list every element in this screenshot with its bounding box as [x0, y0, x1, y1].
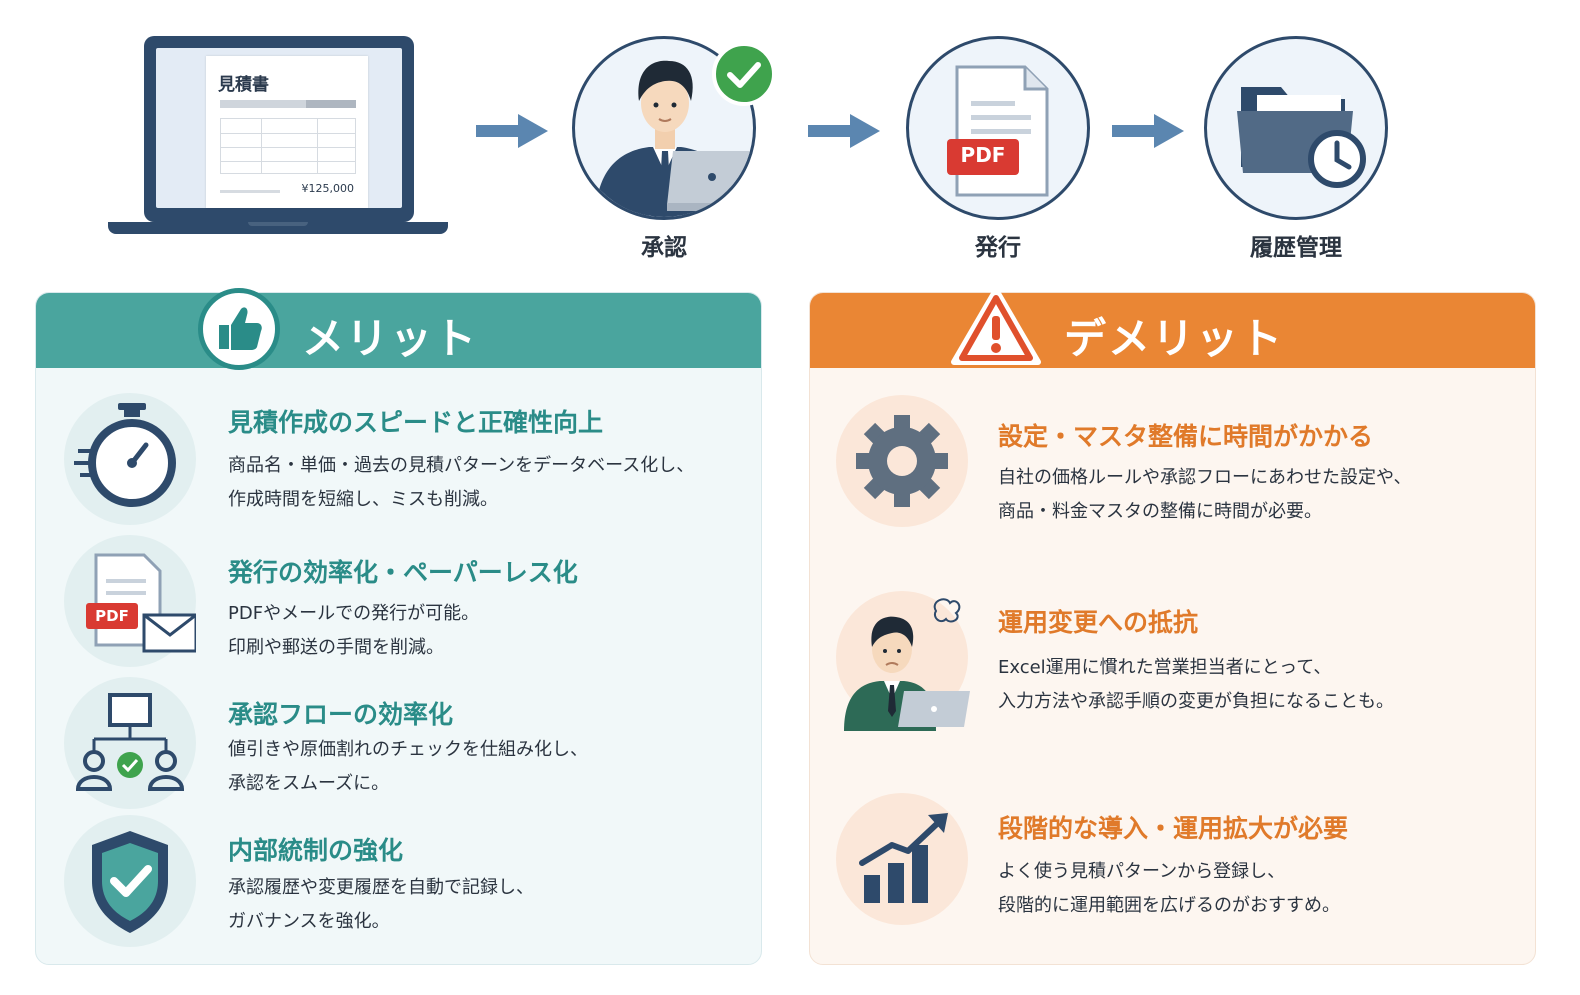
demerit-1-title: 設定・マスタ整備に時間がかかる: [998, 422, 1374, 451]
laptop-quote-illustration: 見積書 ¥125,000: [108, 34, 448, 240]
quote-document-title: 見積書: [218, 75, 269, 95]
demerit-3-title: 段階的な導入・運用拡大が必要: [998, 814, 1349, 843]
pdf-mail-icon: [64, 535, 198, 667]
laptop-notch: [248, 222, 308, 226]
warning-icon: [951, 287, 1041, 365]
confused-worker-icon: [836, 591, 970, 731]
merit-1-desc-line-2: 作成時間を短縮し、ミスも削減。: [228, 489, 498, 510]
demerit-2-desc-line-1: Excel運用に慣れた営業担当者にとって、: [998, 657, 1332, 678]
merit-4-desc-line-1: 承認履歴や変更履歴を自動で記録し、: [228, 877, 534, 898]
merits-heading: メリット: [302, 314, 479, 363]
laptop-base: [108, 222, 448, 234]
laptop-screen: 見積書 ¥125,000: [156, 48, 402, 208]
flow-arrow-icon: [808, 114, 880, 148]
quote-document-bar-accent: [306, 100, 356, 108]
demerit-3-desc-line-2: 段階的に運用範囲を広げるのがおすすめ。: [998, 895, 1340, 916]
quote-document-table: [220, 118, 356, 174]
flow-arrow-icon: [1112, 114, 1184, 148]
demerit-1-desc-line-1: 自社の価格ルールや承認フローにあわせた設定や、: [998, 467, 1412, 488]
demerits-heading: デメリット: [1064, 314, 1285, 363]
approver-with-laptop-icon: [595, 60, 753, 217]
pdf-document-icon: [947, 65, 1049, 197]
merit-4-desc-line-2: ガバナンスを強化。: [228, 911, 390, 932]
merits-panel: メリット 見積作成のスピードと正確性向上 商品名・単価・過去の見積パターンをデー…: [35, 292, 762, 965]
demerits-header: [810, 293, 1535, 368]
merit-3-desc-line-1: 値引きや原価割れのチェックを仕組み化し、: [228, 739, 588, 760]
merit-2-desc-line-2: 印刷や郵送の手間を削減。: [228, 637, 444, 658]
folder-clock-icon: [1237, 87, 1366, 188]
pdf-tag: PDF: [960, 143, 1006, 167]
approved-check-icon: [712, 42, 776, 106]
merit-3-title: 承認フローの効率化: [228, 700, 454, 729]
demerit-3-desc-line-1: よく使う見積パターンから登録し、: [998, 861, 1286, 882]
step-history-circle: [1204, 36, 1388, 220]
step-approval-label: 承認: [641, 235, 687, 261]
flow-arrow-icon: [476, 114, 548, 148]
demerits-panel: デメリット 設定・マスタ整備に時間がかかる 自社の価格ルールや承認フローにあわせ…: [809, 292, 1536, 965]
quote-document-bar: [220, 100, 356, 108]
quote-document: 見積書 ¥125,000: [206, 56, 368, 208]
gear-icon: [836, 395, 968, 527]
stopwatch-icon: [64, 393, 196, 525]
quote-document-line: [220, 190, 280, 193]
merit-1-title: 見積作成のスピードと正確性向上: [228, 408, 604, 437]
quote-document-amount: ¥125,000: [301, 182, 355, 195]
growth-chart-icon: [836, 793, 968, 925]
demerit-2-title: 運用変更への抵抗: [998, 608, 1199, 637]
merit-2-desc-line-1: PDFやメールでの発行が可能。: [228, 603, 480, 624]
demerit-1-desc-line-2: 商品・料金マスタの整備に時間が必要。: [998, 501, 1322, 522]
merit-1-desc-line-1: 商品名・単価・過去の見積パターンをデータベース化し、: [228, 455, 695, 476]
demerit-2-desc-line-2: 入力方法や承認手順の変更が負担になることも。: [998, 691, 1394, 712]
shield-check-icon: [64, 815, 196, 947]
merit-3-desc-line-2: 承認をスムーズに。: [228, 773, 390, 794]
step-issue-label: 発行: [975, 235, 1021, 261]
step-history-label: 履歴管理: [1250, 235, 1342, 261]
approval-flow-icon: [64, 677, 196, 809]
merits-header: [36, 293, 761, 368]
thumbs-up-icon: [198, 288, 280, 370]
merit-2-pdf-tag: PDF: [95, 607, 129, 625]
step-issue-circle: PDF: [906, 36, 1090, 220]
merit-4-title: 内部統制の強化: [228, 836, 404, 865]
laptop-screen-frame: 見積書 ¥125,000: [144, 36, 414, 222]
merit-2-title: 発行の効率化・ペーパーレス化: [228, 558, 578, 587]
